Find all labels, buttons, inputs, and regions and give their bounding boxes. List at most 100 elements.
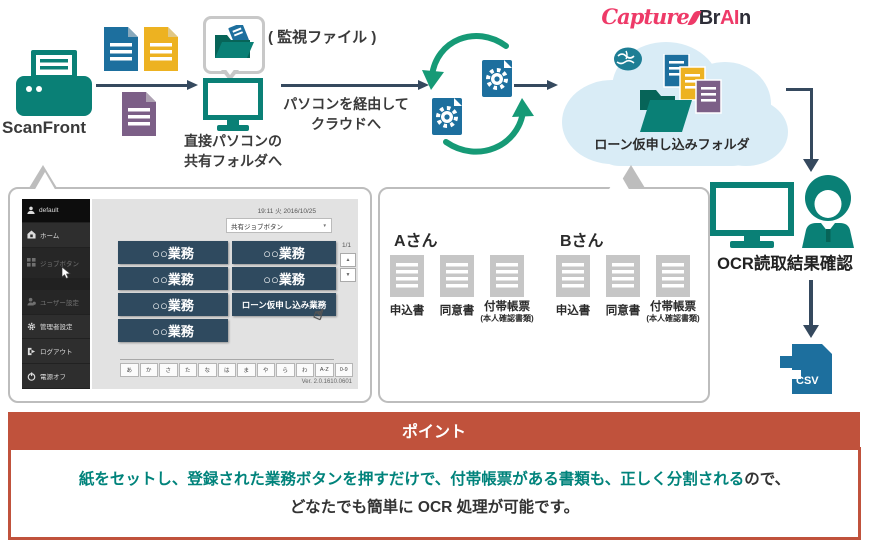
index-key[interactable]: は (217, 363, 236, 377)
point-body: 紙をセットし、登録された業務ボタンを押すだけで、付帯帳票がある書類も、正しく分割… (8, 447, 861, 540)
balloon-tail-inner (224, 67, 236, 75)
doc-gray-icon (606, 255, 640, 302)
sidebar-item-job-buttons[interactable]: ジョブボタン (22, 247, 90, 279)
person-operator-icon (797, 174, 859, 253)
index-key[interactable]: た (178, 363, 197, 377)
user-icon (27, 207, 35, 215)
doc-label-consent: 同意書 (605, 305, 641, 317)
arrow-scan-to-pc (96, 80, 198, 90)
ocr-monitor-icon (710, 182, 794, 253)
capture-brain-logo: Capture BrAIn (596, 4, 756, 30)
index-key[interactable]: や (256, 363, 275, 377)
job-button[interactable]: ○○業務 (118, 319, 228, 342)
index-key[interactable]: さ (159, 363, 178, 377)
job-button[interactable]: ○○業務 (118, 241, 228, 264)
arrow-ocr-to-csv-head (803, 325, 819, 338)
arrow-sync-to-cloud (514, 80, 558, 90)
job-button[interactable]: ○○業務 (232, 267, 336, 290)
logo-brain-text: BrAIn (698, 7, 751, 29)
watch-folder-balloon (203, 16, 265, 74)
job-button[interactable]: ○○業務 (232, 241, 336, 264)
cloud-folder-label: ローン仮申し込みフォルダ (594, 137, 750, 152)
arrow-pc-to-sync (281, 80, 429, 90)
balloon-tail (221, 70, 239, 81)
doc-label-attached: 付帯帳票 (本人確認書類) (646, 301, 700, 324)
sidebar-item-admin-settings[interactable]: 管理者設定 (22, 314, 90, 339)
logo-capture-text: Capture (601, 4, 689, 29)
page-indicator: 1/1 (342, 242, 352, 249)
job-button[interactable]: ○○業務 (118, 293, 228, 316)
person-a-label: Aさん (394, 233, 438, 250)
shared-folder-label: 直接パソコンの 共有フォルダへ (184, 133, 282, 170)
doc-label-application: 申込書 (389, 305, 425, 317)
index-divider (120, 359, 334, 360)
scanfront-label: ScanFront (2, 118, 87, 137)
brain-icon (612, 46, 644, 79)
gear-document-lower (432, 98, 462, 135)
scanner-version: Ver. 2.0.1610.0601 (301, 379, 352, 385)
doc-gray-icon (440, 255, 474, 302)
index-key[interactable]: な (198, 363, 217, 377)
arrow-cloud-elbow-head (803, 159, 819, 172)
loan-application-job-button[interactable]: ローン仮申し込み業務 (232, 293, 336, 316)
doc-label-application: 申込書 (555, 305, 591, 317)
point-title: ポイント (401, 423, 466, 441)
arrow-cloud-elbow-h (786, 88, 813, 91)
point-title-bar: ポイント (8, 412, 860, 447)
cloud-folder-icon (640, 53, 726, 141)
home-icon (27, 230, 36, 239)
sidebar-item-default[interactable]: default (22, 199, 90, 222)
index-key[interactable]: A-Z (315, 363, 334, 377)
scanner-timestamp: 19:11 火 2016/10/25 (257, 208, 316, 215)
doc-label-attached: 付帯帳票 (本人確認書類) (480, 301, 534, 324)
scanner-main-area: 19:11 火 2016/10/25 共有ジョブボタン ▼ ○○業務 ○○業務 … (92, 199, 358, 389)
scanfront-scanner-icon (16, 50, 92, 123)
persons-panel: Aさん 申込書 同意書 付帯帳票 (本人確認書類) Bさん 申込書 同意書 付帯… (378, 172, 710, 403)
job-buttons-icon (27, 258, 36, 268)
sidebar-item-user-settings[interactable]: ユーザー設定 (22, 289, 90, 314)
sidebar-item-home[interactable]: ホーム (22, 222, 90, 247)
sync-cycle-icon (418, 32, 538, 163)
doc-label-consent: 同意書 (439, 305, 475, 317)
document-yellow-icon (144, 27, 178, 76)
folder-document-icon (215, 25, 254, 58)
via-pc-label: パソコンを経由して クラウドへ (283, 96, 409, 133)
page-down-button[interactable]: ▼ (340, 268, 356, 282)
ocr-result-label: OCR読取結果確認 (717, 255, 853, 273)
index-key[interactable]: 0-9 (334, 363, 353, 377)
page-up-button[interactable]: ▲ (340, 253, 356, 267)
document-purple-icon (122, 92, 156, 141)
index-key[interactable]: ま (237, 363, 256, 377)
power-icon (27, 372, 36, 381)
person-b-label: Bさん (560, 233, 604, 250)
index-key[interactable]: ら (276, 363, 295, 377)
point-highlight-text: 紙をセットし、登録された業務ボタンを押すだけで、付帯帳票がある書類も、正しく分割… (78, 471, 745, 489)
pc-monitor-icon (203, 78, 263, 137)
shared-job-dropdown[interactable]: 共有ジョブボタン ▼ (226, 218, 332, 233)
scanner-sidebar: default ホーム ジョブボタン ユーザー設定 管理者設定 (22, 199, 90, 389)
index-key[interactable]: か (139, 363, 158, 377)
csv-label: CSV (796, 375, 819, 387)
doc-gray-icon (656, 255, 690, 302)
index-key-row: あ か さ た な は ま や ら わ A-Z 0-9 (120, 363, 353, 377)
logout-icon (27, 347, 36, 355)
monitored-file-label: ( 監視ファイル ) (268, 29, 377, 46)
doc-gray-icon (490, 255, 524, 302)
document-blue-icon (104, 27, 138, 76)
job-button[interactable]: ○○業務 (118, 267, 228, 290)
index-key[interactable]: わ (295, 363, 314, 377)
csv-file-icon: CSV (778, 344, 834, 396)
sidebar-item-power-off[interactable]: 電源オフ (22, 364, 90, 388)
sidebar-item-logout[interactable]: ログアウト (22, 339, 90, 364)
doc-gray-icon (556, 255, 590, 302)
chevron-down-icon: ▼ (322, 223, 327, 228)
doc-gray-icon (390, 255, 424, 302)
index-key[interactable]: あ (120, 363, 139, 377)
gear-icon (27, 322, 36, 331)
scanner-ui-panel: default ホーム ジョブボタン ユーザー設定 管理者設定 (8, 172, 372, 403)
point-suffix-text: ので、 (744, 471, 791, 489)
arrow-cloud-elbow-v (810, 88, 813, 160)
arrow-ocr-to-csv (809, 280, 813, 326)
cloud-doc-purple (695, 79, 722, 114)
